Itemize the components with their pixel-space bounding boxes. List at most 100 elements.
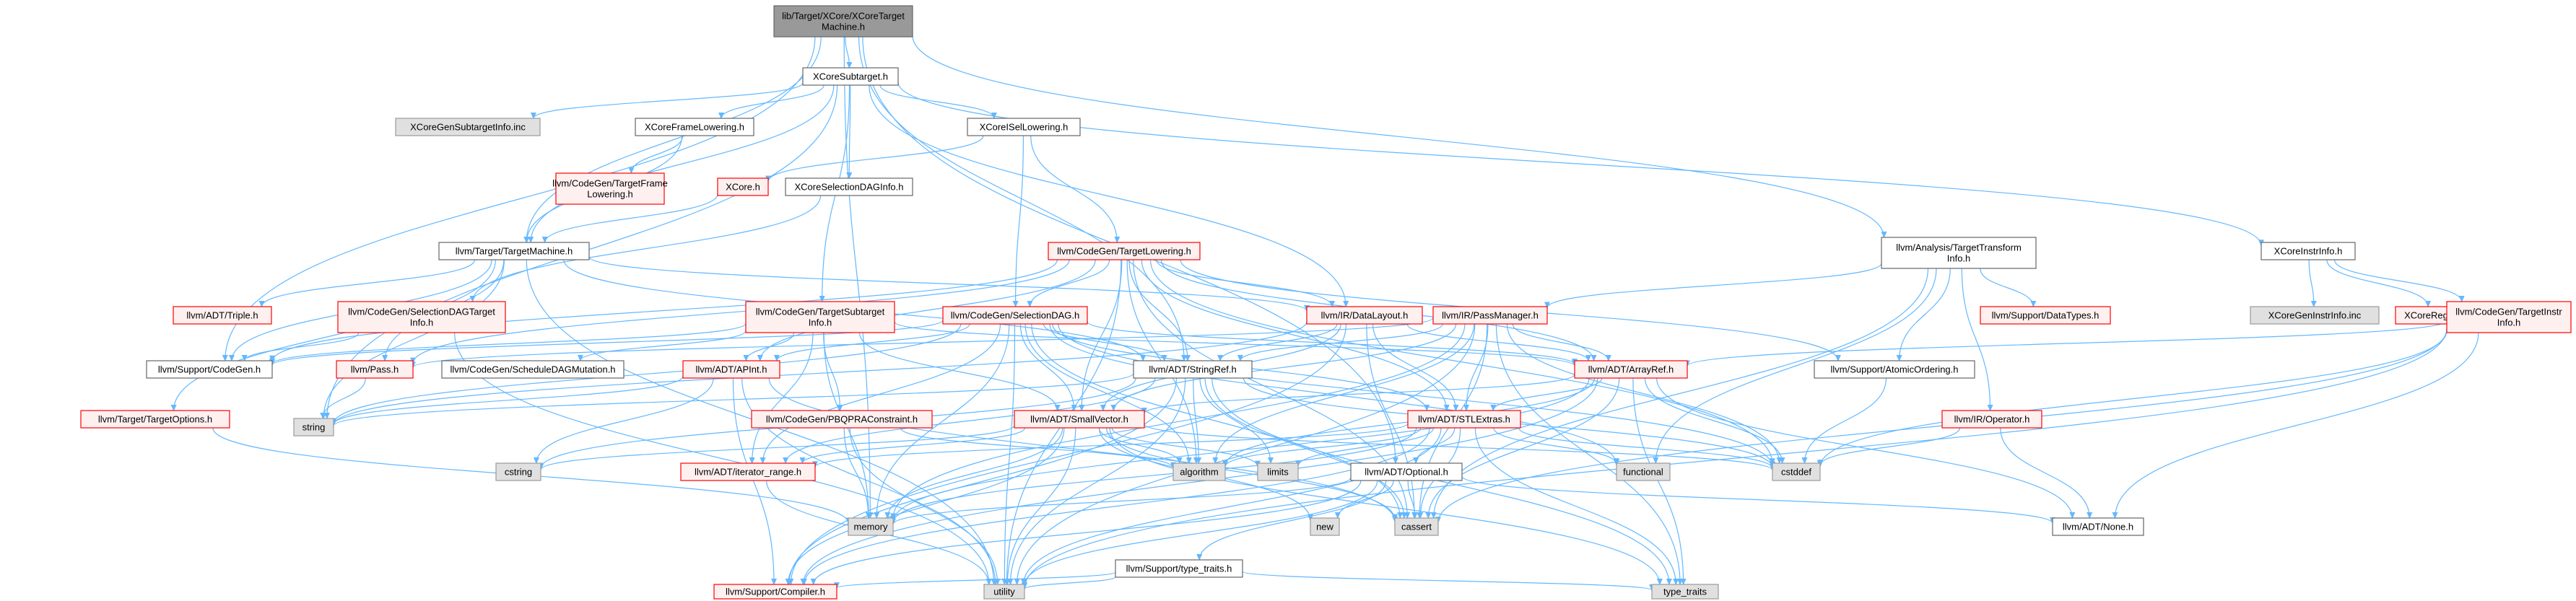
edge-tsinfo-to-sdm (577, 330, 747, 361)
node-functional-box (1616, 462, 1671, 481)
node-subtarget[interactable]: XCoreSubtarget.h (802, 67, 899, 86)
node-pbqp-box (751, 410, 933, 429)
edge-seldagh-to-functional (1049, 323, 1619, 466)
node-iselow[interactable]: XCoreISelLowering.h (967, 118, 1081, 136)
node-smallvec[interactable]: llvm/ADT/SmallVector.h (1014, 410, 1145, 429)
node-sdtinfo-box (337, 301, 506, 333)
node-functional[interactable]: functional (1616, 462, 1671, 481)
node-string[interactable]: string (293, 418, 334, 437)
edge-optional-to-utility (1022, 480, 1378, 587)
node-tlow[interactable]: llvm/CodeGen/TargetLowering.h (1048, 242, 1201, 260)
node-pbqp-label: llvm/CodeGen/PBQPRAConstraint.h (766, 414, 918, 425)
node-tsinfo-box (745, 301, 895, 333)
edge-iselow-to-xcore (765, 135, 984, 183)
edge-apint-to-cassert (768, 377, 1398, 523)
node-cstddef[interactable]: cstddef (1772, 462, 1821, 481)
node-sdm[interactable]: llvm/CodeGen/ScheduleDAGMutation.h (441, 360, 625, 379)
node-datalayout[interactable]: llvm/IR/DataLayout.h (1306, 306, 1423, 325)
edge-operator-to-cstddef (1817, 427, 1961, 467)
node-seldag-box (785, 177, 913, 196)
edge-seldagh-to-stringref (1043, 323, 1167, 361)
node-memory-label: memory (854, 522, 888, 532)
node-memory[interactable]: memory (848, 517, 894, 536)
node-none[interactable]: llvm/ADT/None.h (2052, 517, 2144, 536)
node-new[interactable]: new (1310, 517, 1340, 536)
edge-tii-to-none (2112, 332, 2479, 519)
node-type_traits-box (1651, 584, 1719, 600)
node-seldag[interactable]: XCoreSelectionDAGInfo.h (785, 177, 913, 196)
node-triple[interactable]: llvm/ADT/Triple.h (173, 306, 272, 325)
node-root-box (773, 5, 913, 38)
node-tlow-box (1048, 242, 1201, 260)
node-codegen-box (146, 360, 273, 379)
node-xcore[interactable]: XCore.h (717, 177, 769, 196)
edge-sdtinfo-to-codegen (241, 332, 360, 361)
node-algorithm[interactable]: algorithm (1172, 462, 1226, 481)
node-seldagh[interactable]: llvm/CodeGen/SelectionDAG.h (942, 306, 1088, 325)
edge-passmgr-to-stringref (1237, 323, 1443, 361)
node-passmgr[interactable]: llvm/IR/PassManager.h (1432, 306, 1548, 325)
node-tti-label: Info.h (1947, 253, 1971, 264)
node-seldagh-label: llvm/CodeGen/SelectionDAG.h (951, 310, 1079, 321)
node-geninstr[interactable]: XCoreGenInstrInfo.inc (2250, 306, 2380, 325)
node-arrayref[interactable]: llvm/ADT/ArrayRef.h (1574, 360, 1688, 379)
node-framelow[interactable]: XCoreFrameLowering.h (635, 118, 754, 136)
node-cassert-box (1394, 517, 1439, 536)
node-datatypes[interactable]: llvm/Support/DataTypes.h (1980, 306, 2111, 325)
edge-layer (170, 35, 2479, 591)
node-xcore-label: XCore.h (726, 182, 760, 193)
edge-iselow-to-tlow (1030, 135, 1121, 243)
node-tsinfo-label: Info.h (809, 317, 832, 328)
edge-datalayout-to-string (331, 321, 1307, 426)
node-stlextras[interactable]: llvm/ADT/STLExtras.h (1407, 410, 1521, 429)
node-atomic[interactable]: llvm/Support/AtomicOrdering.h (1814, 360, 1975, 379)
node-tmach[interactable]: llvm/Target/TargetMachine.h (438, 242, 590, 260)
edge-optional-to-none (1461, 475, 2055, 524)
node-codegen[interactable]: llvm/Support/CodeGen.h (146, 360, 273, 379)
node-iselow-box (967, 118, 1081, 136)
node-limits[interactable]: limits (1257, 462, 1299, 481)
node-stringref[interactable]: llvm/ADT/StringRef.h (1133, 360, 1253, 379)
node-typetraits[interactable]: llvm/Support/type_traits.h (1115, 559, 1243, 578)
edge-smallvec-to-cstring (538, 424, 1015, 471)
node-instrinfo[interactable]: XCoreInstrInfo.h (2260, 242, 2356, 260)
edge-optional-to-cassert (1407, 480, 1418, 519)
edge-seldag-to-sdtinfo (469, 195, 822, 302)
node-optional[interactable]: llvm/ADT/Optional.h (1350, 462, 1463, 481)
node-iterrange-label: llvm/ADT/iterator_range.h (695, 467, 801, 478)
edge-subtarget-to-instrinfo (897, 82, 2264, 247)
node-tfl-label: llvm/CodeGen/TargetFrame (552, 178, 668, 189)
node-none-box (2052, 517, 2144, 536)
edge-smallvec-to-iterrange (799, 427, 1026, 464)
node-pass[interactable]: llvm/Pass.h (336, 360, 414, 379)
node-gensub[interactable]: XCoreGenSubtargetInfo.inc (395, 118, 541, 136)
node-passmgr-box (1432, 306, 1548, 325)
edge-tlow-to-apint (757, 259, 1096, 361)
node-new-box (1310, 517, 1340, 536)
node-compiler[interactable]: llvm/Support/Compiler.h (713, 584, 837, 600)
node-type_traits[interactable]: type_traits (1651, 584, 1719, 600)
node-datatypes-box (1980, 306, 2111, 325)
edge-tii-to-cstddef (1817, 330, 2447, 468)
edge-passmgr-to-pass (410, 317, 1434, 369)
node-topts[interactable]: llvm/Target/TargetOptions.h (80, 410, 230, 429)
edge-passmgr-to-cstddef (1506, 323, 1783, 464)
node-cassert[interactable]: cassert (1394, 517, 1439, 536)
node-cstring[interactable]: cstring (495, 462, 541, 481)
edge-typetraits-to-utility (1022, 576, 1116, 590)
edge-optional-to-typetraits (1196, 480, 1387, 561)
edge-arrayref-to-cassert (1425, 377, 1620, 519)
edge-tlow-to-datalayout (1156, 259, 1336, 307)
node-apint[interactable]: llvm/ADT/APInt.h (682, 360, 780, 379)
node-iterrange[interactable]: llvm/ADT/iterator_range.h (680, 462, 816, 481)
node-pbqp[interactable]: llvm/CodeGen/PBQPRAConstraint.h (751, 410, 933, 429)
node-operator[interactable]: llvm/IR/Operator.h (1941, 410, 2042, 429)
node-limits-label: limits (1267, 467, 1289, 478)
node-utility[interactable]: utility (983, 584, 1025, 600)
